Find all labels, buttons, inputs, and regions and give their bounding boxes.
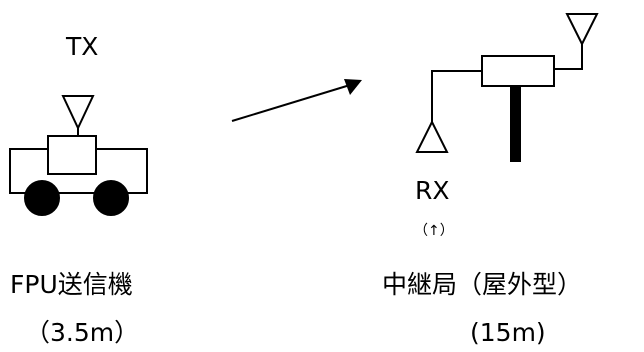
transmitter-name: FPU送信機 xyxy=(10,270,133,299)
relay-pole xyxy=(510,86,521,162)
relay-station xyxy=(415,13,599,162)
relay-lower-feed xyxy=(431,70,482,122)
rx-antenna-icon xyxy=(415,119,449,153)
tx-equipment-box xyxy=(47,135,97,175)
link-arrow-head xyxy=(344,79,362,95)
relay-station-name: 中継局（屋外型） xyxy=(382,270,583,299)
relay-station-height: (15m) xyxy=(470,318,546,347)
direction-note: （↑） xyxy=(414,223,454,239)
fpu-transmitter-vehicle xyxy=(9,95,148,216)
link-arrow xyxy=(231,79,362,122)
vehicle-body-left xyxy=(9,148,48,194)
rx-label: RX xyxy=(415,176,450,205)
relay-tx-antenna-icon xyxy=(565,13,599,47)
transmitter-height: （3.5m） xyxy=(25,318,140,347)
vehicle-body-right xyxy=(96,148,148,194)
tx-antenna-icon xyxy=(61,95,95,131)
vehicle-rear-wheel xyxy=(93,180,129,216)
tx-label: TX xyxy=(66,32,99,61)
relay-upper-feed xyxy=(554,44,583,70)
vehicle-front-wheel xyxy=(24,180,60,216)
link-arrow-shaft xyxy=(231,84,351,122)
relay-equipment-box xyxy=(481,55,555,87)
